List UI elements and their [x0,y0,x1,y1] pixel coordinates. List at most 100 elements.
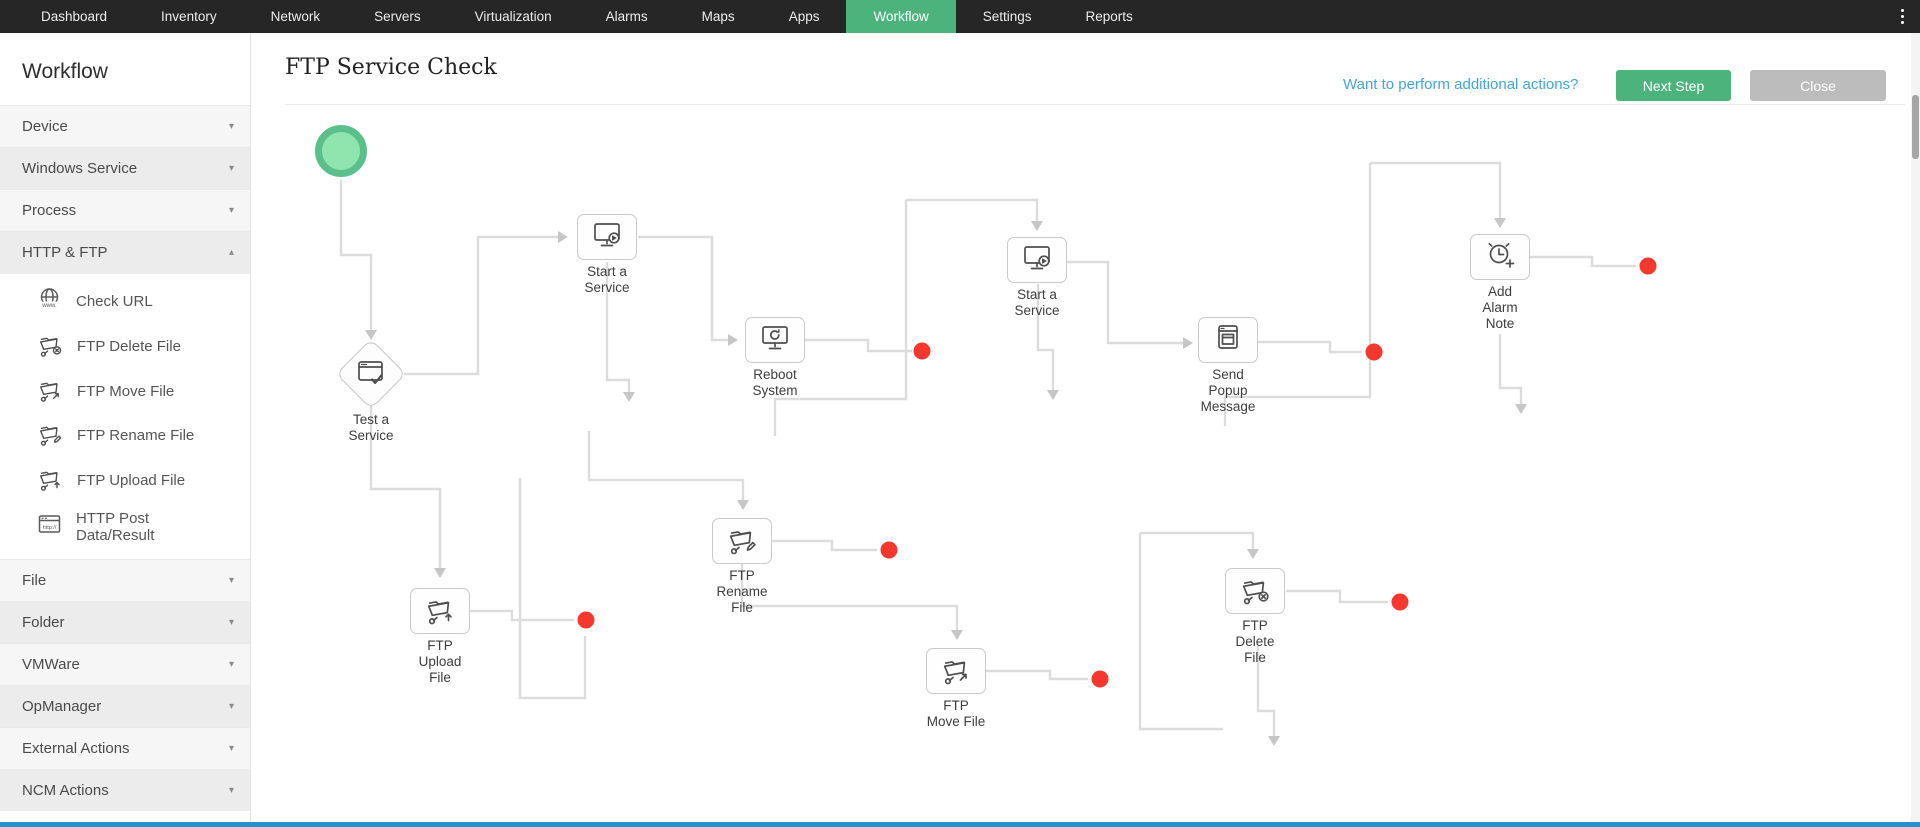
sidebar-section-process[interactable]: Process ▾ [0,189,250,231]
node-add-alarm-note[interactable] [1470,234,1530,280]
chevron-down-icon: ▾ [228,616,234,628]
node-label-test-a-service: Test a Service [348,412,394,443]
additional-actions-link[interactable]: Want to perform additional actions? [1343,76,1579,93]
nav-item-virtualization[interactable]: Virtualization [474,9,552,24]
nav-item-inventory[interactable]: Inventory [161,9,217,24]
vertical-scrollbar[interactable] [1911,33,1920,822]
sidebar-section-label: External Actions [22,740,130,758]
node-ftp-rename-file[interactable] [712,518,772,564]
node-ftp-upload-file[interactable] [410,588,470,634]
monitor-play-icon [589,220,625,255]
sidebar-section-file[interactable]: File ▾ [0,559,250,602]
node-label-ftp-move-file: FTP Move File [926,698,986,729]
folder-upload-icon [423,593,457,630]
chevron-down-icon: ▾ [228,120,234,132]
node-label-ftp-upload-file: FTP Upload File [418,638,462,685]
sidebar-section-windows-service[interactable]: Windows Service ▾ [0,147,250,189]
nav-item-dashboard[interactable]: Dashboard [41,9,108,24]
workflow-sidebar: Workflow Device ▾ Windows Service ▾ Process ▾… [0,33,251,822]
folder-upload-icon [36,465,64,496]
endpoint-dot[interactable] [913,342,931,360]
sidebar-item-ftp-move-file[interactable]: FTP Move File [0,369,250,414]
kebab-menu-icon[interactable] [1885,0,1920,33]
next-step-button[interactable]: Next Step [1616,70,1731,101]
node-start-a-service-1[interactable] [577,214,637,260]
endpoint-dot[interactable] [1091,670,1109,688]
monitor-play-icon [1019,243,1055,278]
nav-item-reports[interactable]: Reports [1085,9,1133,24]
sidebar-section-http-ftp[interactable]: HTTP & FTP▴ [0,231,250,273]
globe-www-icon: www. [36,286,63,317]
nav-item-apps[interactable]: Apps [788,9,820,24]
node-label-reboot-system: Reboot System [752,367,798,398]
node-start[interactable] [315,125,367,177]
scrollbar-thumb[interactable] [1912,95,1919,159]
nav-item-settings[interactable]: Settings [982,9,1032,24]
sidebar-section-label: NCM Actions [22,782,109,800]
sidebar-item-ftp-delete-file[interactable]: FTP Delete File [0,324,250,369]
chevron-down-icon: ▾ [228,784,234,796]
folder-move-icon [36,376,64,407]
chevron-down-icon: ▾ [228,574,234,586]
sidebar-sections: Device ▾ Windows Service ▾ Process ▾ HTTP & FT… [0,105,250,812]
footer-accent-bar [0,822,1920,827]
sidebar-section-external-actions[interactable]: External Actions ▾ [0,727,250,770]
sidebar-item-label: HTTP Post Data/Result [76,509,155,544]
alarm-add-icon [1482,239,1518,276]
chevron-up-icon: ▴ [228,246,234,258]
node-ftp-move-file[interactable] [926,648,986,694]
svg-text:www.: www. [41,303,57,309]
sidebar-section-label: Process [22,202,77,219]
sidebar-section-opmanager[interactable]: OpManager▾ [0,685,250,728]
sidebar-item-label: FTP Delete File [77,337,181,355]
close-button[interactable]: Close [1750,70,1886,101]
top-nav: Dashboard Inventory Network Servers Virtuali… [0,0,1920,33]
sidebar-item-label: FTP Upload File [77,471,186,489]
sidebar-item-label: FTP Rename File [77,427,195,445]
monitor-refresh-icon [757,323,793,358]
sidebar-section-folder[interactable]: Folder▾ [0,601,250,644]
nav-item-servers[interactable]: Servers [374,9,421,24]
folder-rename-icon [725,523,759,560]
sidebar-section-ncm-actions[interactable]: NCM Actions ▾ [0,769,250,812]
node-ftp-delete-file[interactable] [1225,568,1285,614]
sidebar-item-ftp-rename-file[interactable]: FTP Rename File [0,413,250,458]
sidebar-item-check-url[interactable]: www.Check URL [0,279,250,324]
sidebar-section-label: File [22,572,47,590]
sidebar-section-label: Device [22,118,68,135]
chevron-down-icon: ▾ [228,700,234,712]
chevron-down-icon: ▾ [228,658,234,670]
title-underline [285,104,1905,105]
sidebar-item-http-post-data-result[interactable]: http:// HTTP Post Data/Result [0,503,250,552]
folder-rename-icon [36,420,64,451]
sidebar-section-label: VMWare [22,656,80,674]
sidebar-item-ftp-upload-file[interactable]: FTP Upload File [0,458,250,503]
sidebar-section-device[interactable]: Device ▾ [0,105,250,147]
workflow-title: FTP Service Check [285,55,497,80]
chevron-down-icon: ▾ [228,742,234,754]
endpoint-dot[interactable] [1365,343,1383,361]
endpoint-dot[interactable] [1639,257,1657,275]
sidebar-section-vmware[interactable]: VMWare ▾ [0,643,250,686]
http-window-icon: http:// [36,512,63,541]
sidebar-title: Workflow [22,60,108,83]
nav-item-maps[interactable]: Maps [701,9,735,24]
endpoint-dot[interactable] [1391,593,1409,611]
node-send-popup-message[interactable] [1198,317,1258,363]
nav-item-network[interactable]: Network [270,9,321,24]
nav-item-alarms[interactable]: Alarms [605,9,648,24]
node-test-a-service[interactable] [335,338,407,410]
svg-text:http://: http:// [43,525,57,531]
chevron-down-icon: ▾ [228,204,234,216]
sidebar-section-label: Windows Service [22,160,138,177]
node-reboot-system[interactable] [745,317,805,363]
node-label-ftp-delete-file: FTP Delete File [1235,618,1275,665]
chevron-down-icon: ▾ [228,162,234,174]
nav-item-workflow[interactable]: Workflow [846,0,956,33]
endpoint-dot[interactable] [577,611,595,629]
endpoint-dot[interactable] [880,541,898,559]
folder-delete-icon [1238,573,1272,610]
node-start-a-service-2[interactable] [1007,237,1067,283]
folder-move-icon [939,653,973,690]
